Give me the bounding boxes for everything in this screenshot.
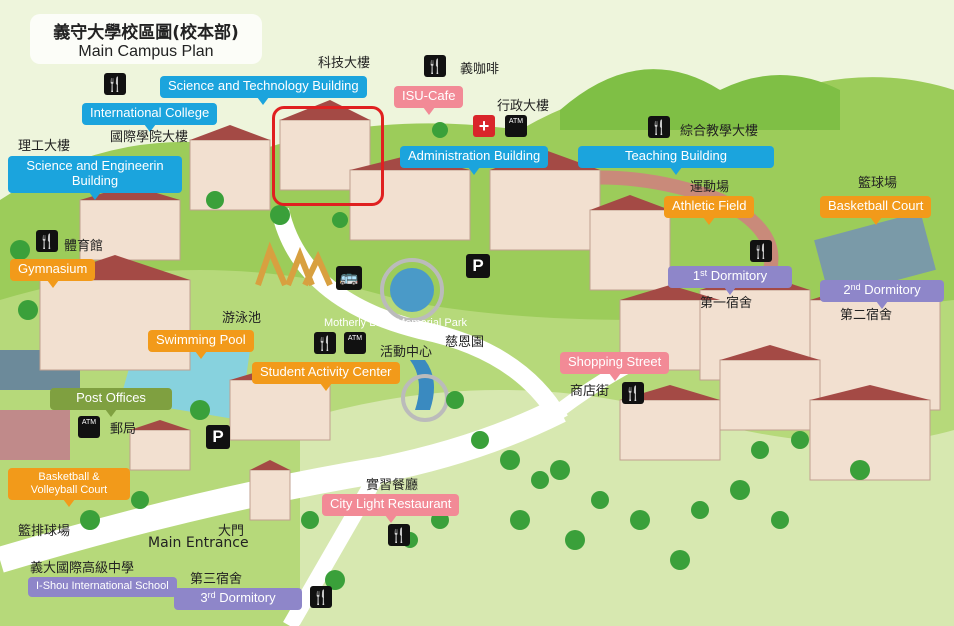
dorm1-word: Dormitory	[710, 268, 768, 283]
atm-icon: ATM	[344, 332, 366, 354]
dorm2-suffix: nd	[850, 282, 861, 292]
dorm2-word: Dormitory	[864, 282, 921, 297]
isu-cafe-label-en[interactable]: ISU-Cafe	[394, 86, 464, 115]
shopping-street-label-en[interactable]: Shopping Street	[560, 352, 670, 381]
restaurant-label-en[interactable]: City Light Restaurant	[322, 494, 460, 523]
dorm1-suffix: st	[700, 268, 708, 278]
atm-icon: ATM	[505, 115, 527, 137]
post-office-label-en[interactable]: Post Offices	[50, 388, 172, 417]
teaching-label-zh: 綜合教學大樓	[680, 124, 759, 139]
restaurant-icon: 🍴	[750, 240, 772, 262]
pool-label-zh: 游泳池	[222, 311, 262, 326]
teaching-label-en[interactable]: Teaching Building	[578, 146, 774, 175]
dorm2-label-zh: 第二宿舍	[840, 308, 893, 323]
dorm2-label-en[interactable]: 2nd Dormitory	[820, 280, 944, 309]
dorm3-label-en[interactable]: 3rd Dormitory	[174, 588, 302, 610]
memorial-park-label-en: Motherly Love Memorial Park	[324, 317, 468, 329]
dorm2-number: 2	[843, 282, 851, 297]
bv-court-label-zh: 籃排球場	[18, 524, 71, 539]
dorm3-word: Dormitory	[219, 590, 276, 605]
intl-college-label-zh: 國際學院大樓	[110, 130, 189, 145]
restaurant-icon: 🍴	[104, 73, 126, 95]
main-entrance-label-zh: 大門	[218, 524, 245, 539]
pool-label-en[interactable]: Swimming Pool	[148, 330, 254, 359]
dorm1-label-zh: 第一宿舍	[700, 296, 753, 311]
athletic-label-zh: 運動場	[690, 180, 730, 195]
gym-label-zh: 體育館	[64, 239, 104, 254]
shopping-street-label-zh: 商店街	[570, 384, 610, 399]
science-tech-label-en[interactable]: Science and Technology Building	[160, 76, 367, 105]
activity-center-label-en[interactable]: Student Activity Center	[252, 362, 400, 391]
restaurant-icon: 🍴	[622, 382, 644, 404]
highlight-frame-science-tech-building	[272, 106, 384, 206]
parking-icon: P	[466, 254, 490, 278]
isu-cafe-label-zh: 義咖啡	[460, 62, 500, 77]
admin-label-en[interactable]: Administration Building	[400, 146, 549, 175]
activity-center-label-zh: 活動中心	[380, 345, 433, 360]
post-office-label-zh: 郵局	[110, 422, 137, 437]
bv-court-label-en[interactable]: Basketball & Volleyball Court	[8, 468, 130, 508]
restaurant-icon: 🍴	[648, 116, 670, 138]
bus-stop-icon: 🚌	[336, 266, 362, 290]
atm-icon: ATM	[78, 416, 100, 438]
dorm3-suffix: rd	[207, 590, 216, 600]
map-title-zh: 義守大學校區圖(校本部)	[53, 23, 239, 43]
restaurant-label-zh: 實習餐廳	[366, 478, 419, 493]
memorial-park-label-zh: 慈恩園	[445, 335, 485, 350]
science-tech-label-zh: 科技大樓	[318, 56, 371, 71]
restaurant-icon: 🍴	[388, 524, 410, 546]
basketball-label-en[interactable]: Basketball Court	[820, 196, 932, 225]
restaurant-icon: 🍴	[36, 230, 58, 252]
admin-label-zh: 行政大樓	[497, 99, 550, 114]
dorm1-label-en[interactable]: 1st Dormitory	[668, 266, 792, 295]
dorm1-number: 1	[692, 268, 701, 283]
intl-school-label-zh: 義大國際高級中學	[30, 561, 135, 576]
gym-label-en[interactable]: Gymnasium	[10, 259, 96, 288]
restaurant-icon: 🍴	[314, 332, 336, 354]
athletic-label-en[interactable]: Athletic Field	[664, 196, 755, 225]
map-title-en: Main Campus Plan	[78, 43, 214, 60]
sci-eng-label-en[interactable]: Science and Engineerin Building	[8, 156, 182, 200]
intl-college-label-en[interactable]: International College	[82, 103, 218, 132]
restaurant-icon: 🍴	[310, 586, 332, 608]
main-entrance-label-en: Main Entrance	[148, 535, 249, 551]
basketball-label-zh: 籃球場	[858, 176, 898, 191]
first-aid-icon: +	[473, 115, 495, 137]
sci-eng-label-zh: 理工大樓	[18, 139, 71, 154]
intl-school-label-en[interactable]: I-Shou International School	[28, 577, 177, 597]
restaurant-icon: 🍴	[424, 55, 446, 77]
map-title-box: 義守大學校區圖(校本部) Main Campus Plan	[30, 14, 262, 64]
dorm3-label-zh: 第三宿舍	[190, 572, 243, 587]
dorm3-number: 3	[200, 590, 208, 605]
parking-icon: P	[206, 425, 230, 449]
